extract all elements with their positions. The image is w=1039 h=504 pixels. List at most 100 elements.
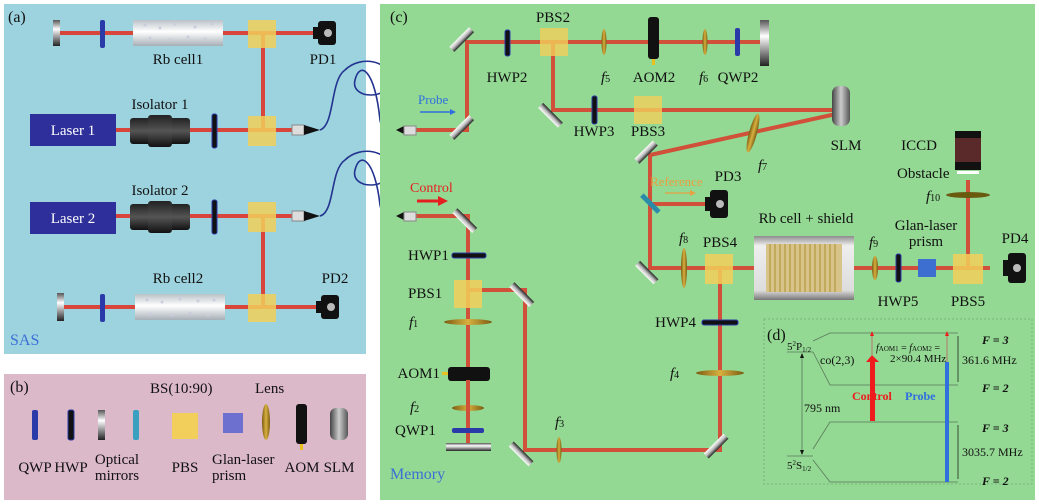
pbs3-label: PBS3 [631,124,665,140]
pd3-photodetector-icon [705,190,728,218]
control-transition-bar [870,361,875,421]
rb-cell1-atoms [143,22,214,42]
mirror-icon [449,27,475,52]
legend-mirror-label: Optical [95,452,139,468]
iccd-label: ICCD [901,138,937,154]
lens-f8-icon [681,248,687,288]
pbs2-icon [540,28,568,56]
mirror-icon [57,293,64,321]
aom-equation: fAOM1 = fAOM2 = [876,343,940,354]
qwp1-label: QWP1 [395,423,436,439]
pbs-icon [172,413,198,439]
laser2 [30,202,116,234]
rb-cell2-label: Rb cell2 [153,271,203,287]
lens-f4-icon [696,370,744,376]
laser1-label: Laser 1 [51,123,96,139]
sas-label: SAS [10,332,39,349]
qwp1-icon [452,428,484,433]
wavelength-label: 795 nm [804,401,841,415]
hwp-icon [67,409,75,441]
control-level-label: Control [852,389,892,403]
isolator1-icon [130,115,190,147]
f7-label: f7 [758,158,767,174]
lens-icon [262,404,270,440]
arrow-up-icon [945,331,949,336]
glan-label2: prism [909,234,944,250]
hwp-icon [211,113,218,149]
hwp3-icon [591,95,598,125]
lens-f5-icon [601,29,607,55]
f6-label: f6 [699,70,708,86]
qwp-icon [100,20,105,48]
hwp1-icon [451,252,487,259]
qwp2-label: QWP2 [718,70,759,86]
f5-label: f5 [601,70,610,86]
pbs2-label: PBS2 [536,10,570,26]
laser2-label: Laser 2 [51,211,96,227]
mirror-icon [452,208,478,233]
qwp-icon [32,410,38,440]
mirror-icon [703,433,729,459]
ground-splitting-label: 3035.7 MHz [962,445,1023,459]
pbs4-label: PBS4 [703,235,738,251]
hwp4-label: HWP4 [655,315,696,331]
fiber-coupler-icon [291,124,320,136]
hwp3-label: HWP3 [574,124,615,140]
hwp1-label: HWP1 [408,248,449,264]
arrow-up-icon [870,331,874,336]
mirror-icon [98,410,105,440]
panel-a-sas: (a) SAS Rb cell1 PD1 Laser 1 [4,4,366,354]
panel-c-tag: (c) [390,9,408,26]
f9-label: f9 [869,235,878,251]
beam-splitter-icon [133,410,139,440]
legend-qwp-label: QWP [18,460,51,476]
lens-f3-icon [556,437,562,463]
pbs-icon [248,116,276,146]
f3-label: f3 [555,415,564,431]
aom-value: 2×90.4 MHz [890,353,946,365]
mirror-icon [449,115,475,140]
lens-f7-icon [746,113,760,153]
aom2-icon [648,17,659,65]
excited-state-label: 52P1/2 [787,340,812,354]
beam-splitter-icon [640,193,661,214]
qwp2-icon [735,28,740,56]
fiber-coupler-icon [291,210,320,222]
reference-label: Reference [650,174,703,189]
pbs1-label: PBS1 [408,286,442,302]
legend-hwp-label: HWP [54,460,87,476]
hwp5-icon [895,253,902,283]
pd3-label: PD3 [715,169,742,185]
slm-icon [832,86,850,126]
isolator1-label: Isolator 1 [131,97,188,113]
legend-slm-label: SLM [324,460,355,476]
pd2-photodetector-icon [316,295,339,319]
probe-arrow-head [450,109,456,115]
pbs-icon [248,294,276,322]
lens-label: Lens [255,381,284,397]
obstacle-label: Obstacle [897,166,950,182]
iccd-camera-icon [955,131,981,170]
pd4-photodetector-icon [1003,253,1026,283]
f10-label: f10 [926,189,940,205]
fiber-coupler-icon [396,211,417,222]
aom1-label: AOM1 [397,366,440,382]
memory-label: Memory [390,466,445,483]
level-f3-bottom: F = 3 [981,421,1009,435]
excited-splitting-label: 361.6 MHz [962,353,1017,367]
panel-d-frame [763,318,1033,485]
slm-label: SLM [831,138,862,154]
lens-f6-icon [702,29,708,55]
hwp2-icon [504,29,511,57]
hwp4-icon [701,319,739,326]
isolator2-label: Isolator 2 [131,183,188,199]
legend-mirror-label2: mirrors [95,468,139,484]
pd4-label: PD4 [1002,231,1029,247]
f8-label: f8 [679,231,688,247]
energy-levels [787,332,958,483]
glan-label: Glan-laser [895,218,957,234]
laser1 [30,114,116,146]
aom1-icon [442,367,490,381]
legend-glan-label: Glan-laser [212,452,274,468]
